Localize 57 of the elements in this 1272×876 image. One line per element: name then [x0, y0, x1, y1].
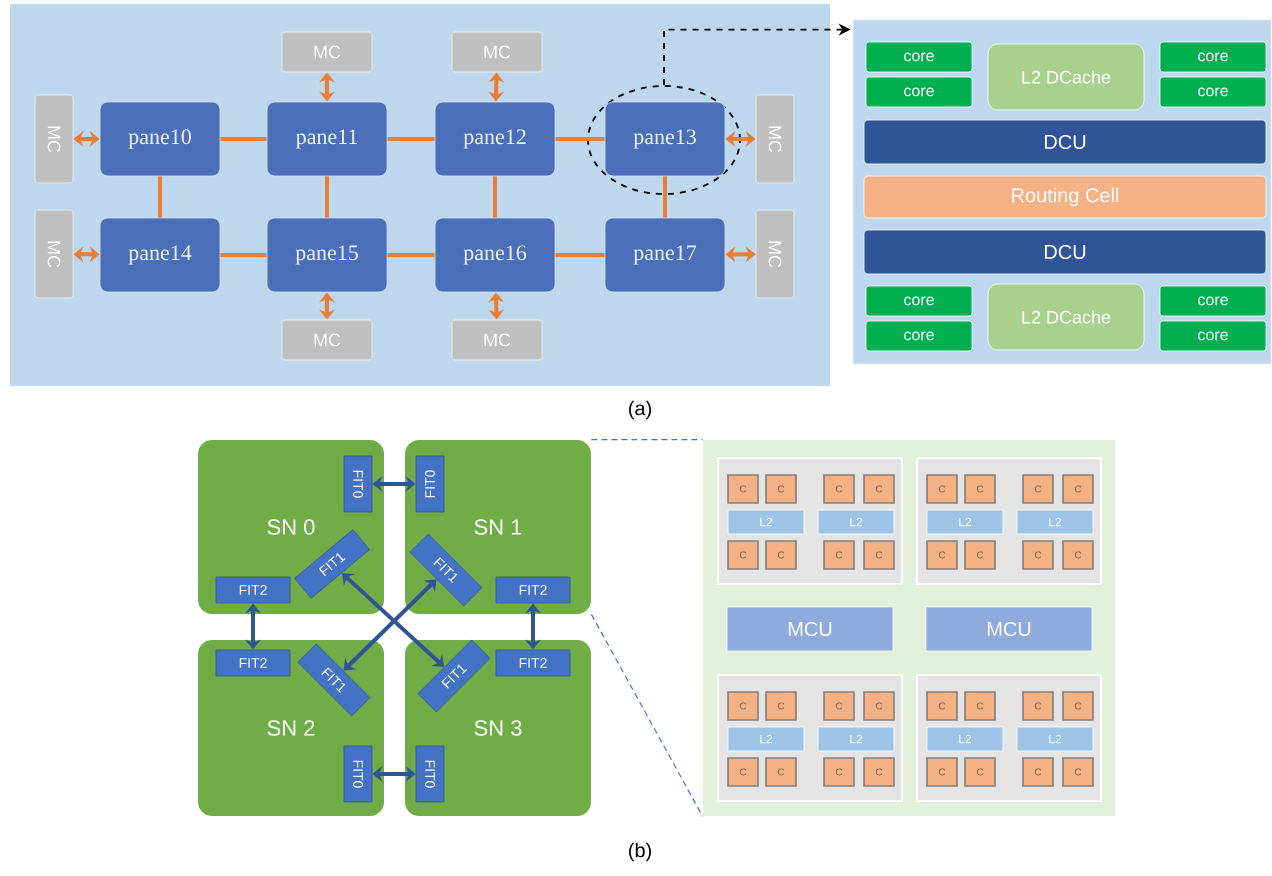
core-box: core — [865, 76, 973, 108]
subfigure-label: (b) — [629, 842, 651, 862]
link-line — [73, 246, 100, 263]
link-line — [524, 603, 542, 650]
mc-box: MC — [755, 209, 795, 299]
pane-box: pane13 — [604, 101, 726, 177]
link-line — [493, 176, 497, 218]
core-box: core — [865, 285, 973, 317]
routing-bar: Routing Cell — [863, 175, 1267, 219]
mcu-bar: MCU — [925, 606, 1093, 652]
link-line — [220, 253, 267, 257]
core-box: core — [1159, 320, 1267, 352]
link-line — [318, 292, 336, 320]
link-line — [725, 130, 756, 148]
link-line — [372, 475, 416, 493]
dcu-bar: DCU — [863, 229, 1267, 275]
link-line — [325, 176, 329, 218]
link-line — [318, 72, 336, 102]
link-line — [73, 130, 100, 148]
mcu-bar: MCU — [726, 606, 894, 652]
pane-box: pane10 — [99, 101, 221, 177]
subfigure-label: (a) — [629, 400, 651, 420]
cache-box: L2 DCache — [987, 43, 1145, 111]
link-line — [663, 176, 667, 218]
pane-box: pane17 — [604, 217, 726, 293]
pane-box: pane12 — [434, 101, 556, 177]
dashed-ellipse — [587, 85, 741, 195]
mc-box: MC — [34, 94, 74, 184]
core-box: core — [865, 41, 973, 73]
core-box: core — [1159, 285, 1267, 317]
link-line — [158, 176, 162, 218]
link-line — [555, 253, 605, 257]
mc-box: MC — [281, 319, 373, 361]
pane-box: pane14 — [99, 217, 221, 293]
link-line — [372, 765, 416, 783]
link-line — [220, 137, 267, 141]
pane-box: pane16 — [434, 217, 556, 293]
core-box: core — [1159, 41, 1267, 73]
pane-box: pane11 — [266, 101, 388, 177]
link-line — [387, 137, 435, 141]
link-line — [488, 292, 505, 320]
link-line — [244, 603, 262, 650]
mc-box: MC — [281, 31, 373, 73]
cache-box: L2 DCache — [987, 283, 1145, 351]
mc-box: MC — [451, 31, 543, 73]
link-line — [387, 253, 435, 257]
pane-box: pane15 — [266, 217, 388, 293]
link-line — [725, 246, 756, 263]
core-box: core — [1159, 76, 1267, 108]
link-line — [555, 137, 605, 141]
dcu-bar: DCU — [863, 119, 1267, 165]
mc-box: MC — [34, 209, 74, 299]
zoom-line — [590, 438, 704, 441]
core-box: core — [865, 320, 973, 352]
mc-box: MC — [451, 319, 543, 361]
zoom-line — [590, 613, 704, 817]
mc-box: MC — [755, 94, 795, 184]
